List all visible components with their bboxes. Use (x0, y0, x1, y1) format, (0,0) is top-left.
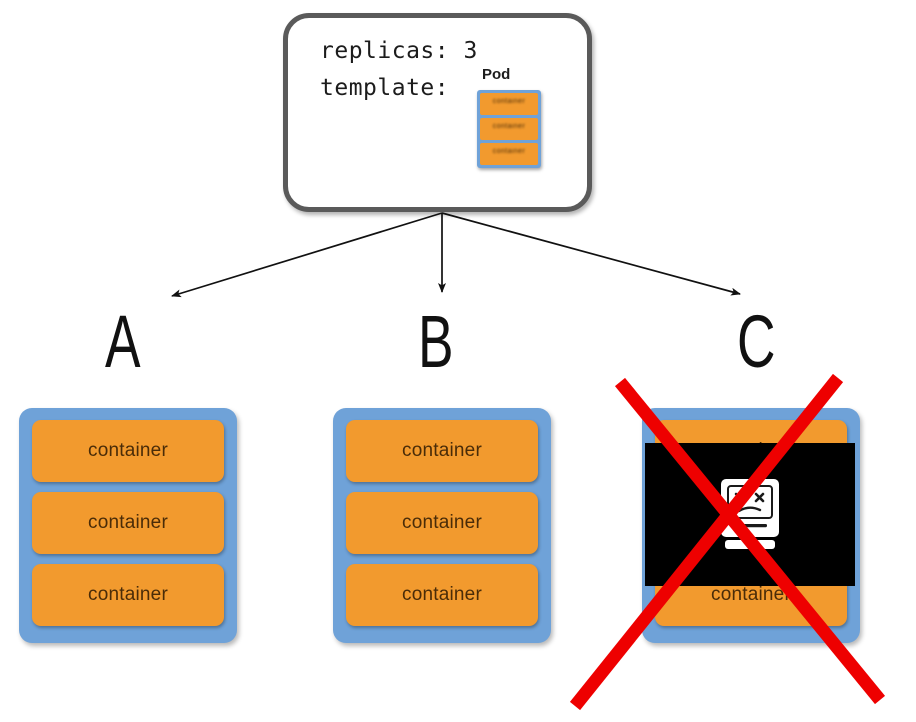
deployment-spec-box: replicas: 3 template: Pod container cont… (283, 13, 592, 212)
branch-label-c: C (737, 300, 776, 383)
template-pod-container: container (480, 118, 538, 140)
template-pod-frame: container container container (477, 90, 541, 168)
template-pod-label: Pod (482, 66, 511, 83)
template-pod-container-label: container (492, 148, 526, 155)
branch-label-b: B (418, 300, 454, 383)
arrow-to-pod-a (171, 212, 443, 298)
template-pod-container: container (480, 93, 538, 115)
pod-b-container-3: container (346, 564, 538, 626)
template-pod-thumbnail: Pod container container container (470, 66, 554, 206)
pod-a-container-1: container (32, 420, 224, 482)
branch-label-a: A (105, 300, 141, 383)
pod-a-container-3: container (32, 564, 224, 626)
pod-a[interactable]: container container container (19, 408, 237, 643)
pod-b-container-1: container (346, 420, 538, 482)
spec-replicas-text: replicas: 3 (320, 38, 478, 64)
pod-b-container-2: container (346, 492, 538, 554)
arrow-to-pod-c (441, 212, 741, 296)
pod-a-container-2: container (32, 492, 224, 554)
pod-b[interactable]: container container container (333, 408, 551, 643)
sad-mac-crash-icon (721, 478, 779, 549)
spec-template-text: template: (320, 75, 450, 101)
pod-c-crash-screen (645, 443, 855, 586)
template-pod-container: container (480, 143, 538, 165)
template-pod-container-label: container (492, 123, 526, 130)
template-pod-container-label: container (492, 98, 526, 105)
